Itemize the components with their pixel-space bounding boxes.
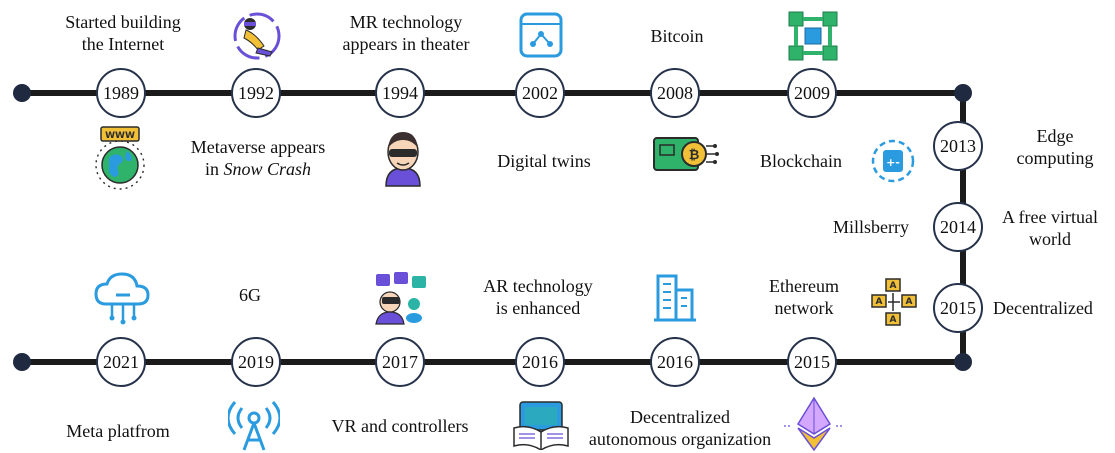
timeline-end-dot-bottom (13, 353, 31, 371)
tile-text: A (906, 297, 913, 307)
node-2002: 2002 (515, 68, 565, 118)
event-label-line: computing (1016, 148, 1094, 168)
event-label-millsberry: Millsberry (833, 216, 909, 238)
year-label: 2016 (522, 352, 558, 372)
event-label-ethereum: Ethereum network (769, 275, 839, 319)
node-2016-a: 2016 (515, 337, 565, 387)
event-label-snow-crash: Metaverse appears in Snow Crash (191, 136, 325, 180)
broadcast-tower-icon (228, 401, 280, 451)
ethereum-network-icon: A A A A (871, 278, 917, 326)
timeline-corner-dot-bottom (954, 353, 972, 371)
event-label-italic: Snow Crash (223, 159, 312, 179)
year-label: 2014 (940, 217, 976, 237)
event-label-line: Edge (1036, 126, 1074, 146)
vr-headset-icon (375, 272, 426, 325)
year-label: 2017 (382, 352, 418, 372)
event-label-meta: Meta platfrom (66, 420, 169, 442)
event-label-line: Decentralized (630, 407, 730, 427)
event-label-line: Blockchain (760, 151, 842, 171)
year-label: 2016 (657, 352, 693, 372)
tile-text: A (890, 281, 897, 291)
event-label-line: Started building (65, 12, 181, 32)
year-label: 2009 (794, 83, 830, 103)
node-2015-right: 2015 (933, 283, 983, 333)
year-label: 1992 (238, 83, 274, 103)
node-2021: 2021 (96, 337, 146, 387)
year-label: 1989 (103, 83, 139, 103)
event-label-line: Digital twins (497, 151, 591, 171)
event-label-line: is enhanced (495, 298, 581, 318)
event-label-line: 6G (239, 285, 261, 305)
event-label-line: AR technology (483, 276, 593, 296)
event-label-line: Millsberry (833, 217, 909, 237)
blockchain-calculator-icon: +- (871, 139, 915, 183)
node-1989: 1989 (96, 68, 146, 118)
year-label: 2021 (103, 352, 139, 372)
event-label-edge-computing: Edge computing (1017, 125, 1094, 169)
event-label-line: autonomous organization (588, 429, 772, 449)
event-label-line: world (1029, 229, 1071, 249)
event-label-decentralized: Decentralized (993, 297, 1093, 319)
year-label: 2013 (940, 136, 976, 156)
ar-frame-icon (519, 12, 563, 58)
event-label-line: Bitcoin (650, 26, 704, 46)
node-2019: 2019 (231, 337, 281, 387)
event-label-line: network (774, 298, 834, 318)
event-label-mr: MR technology appears in theater (343, 11, 470, 55)
tile-text: A (876, 297, 883, 307)
year-label: 2015 (794, 352, 830, 372)
timeline-corner-dot-top (954, 84, 972, 102)
node-2017: 2017 (375, 337, 425, 387)
event-label-blockchain: Blockchain (760, 150, 842, 172)
event-label-vr: VR and controllers (332, 415, 469, 437)
event-label-line: in Snow Crash (191, 158, 325, 180)
year-label: 2008 (657, 83, 693, 103)
event-label-text: in (204, 159, 219, 179)
building-icon (654, 274, 696, 322)
event-label-digital-twins: Digital twins (497, 150, 591, 172)
bitcoin-card-icon: ₿ (653, 137, 719, 171)
event-label-line: appears in theater (342, 34, 470, 54)
svg-text:₿: ₿ (689, 148, 700, 163)
node-2009: 2009 (787, 68, 837, 118)
event-label-line: A free virtual (1002, 207, 1098, 227)
tile-text: A (890, 315, 897, 325)
timeline-start-dot-top (13, 84, 31, 102)
www-text: WWW (105, 131, 135, 141)
event-label-dao: Decentralized autonomous organization (589, 406, 771, 450)
event-label-line: VR and controllers (331, 416, 469, 436)
node-1994: 1994 (375, 68, 425, 118)
event-label-internet: Started building the Internet (65, 11, 181, 55)
node-2008: 2008 (650, 68, 700, 118)
ar-book-icon (513, 401, 569, 450)
svg-text:+-: +- (886, 156, 900, 169)
year-label: 2002 (522, 83, 558, 103)
node-2014: 2014 (933, 202, 983, 252)
event-label-bitcoin: Bitcoin (651, 25, 704, 47)
year-label: 1994 (382, 83, 418, 103)
vr-person-icon (233, 12, 281, 60)
ethereum-icon (784, 396, 844, 452)
event-label-line: Metaverse appears (190, 137, 326, 157)
event-label-line: the Internet (81, 34, 165, 54)
event-label-line: Decentralized (993, 298, 1093, 318)
event-label-free-virtual-world: A free virtual world (1002, 206, 1098, 250)
event-label-line: Ethereum (769, 276, 839, 296)
event-label-line: MR technology (349, 12, 463, 32)
node-1992: 1992 (231, 68, 281, 118)
avatar-icon (385, 132, 421, 187)
node-2015-bottom: 2015 (787, 337, 837, 387)
cloud-network-icon (94, 272, 150, 325)
event-label-6g: 6G (239, 284, 261, 306)
node-2013: 2013 (933, 121, 983, 171)
node-2016-b: 2016 (650, 337, 700, 387)
globe-www-icon: WWW (95, 126, 145, 190)
year-label: 2019 (238, 352, 274, 372)
event-label-line: Meta platfrom (66, 421, 170, 441)
year-label: 2015 (940, 298, 976, 318)
blockchain-cubes-icon (788, 11, 838, 61)
event-label-ar: AR technology is enhanced (483, 275, 593, 319)
